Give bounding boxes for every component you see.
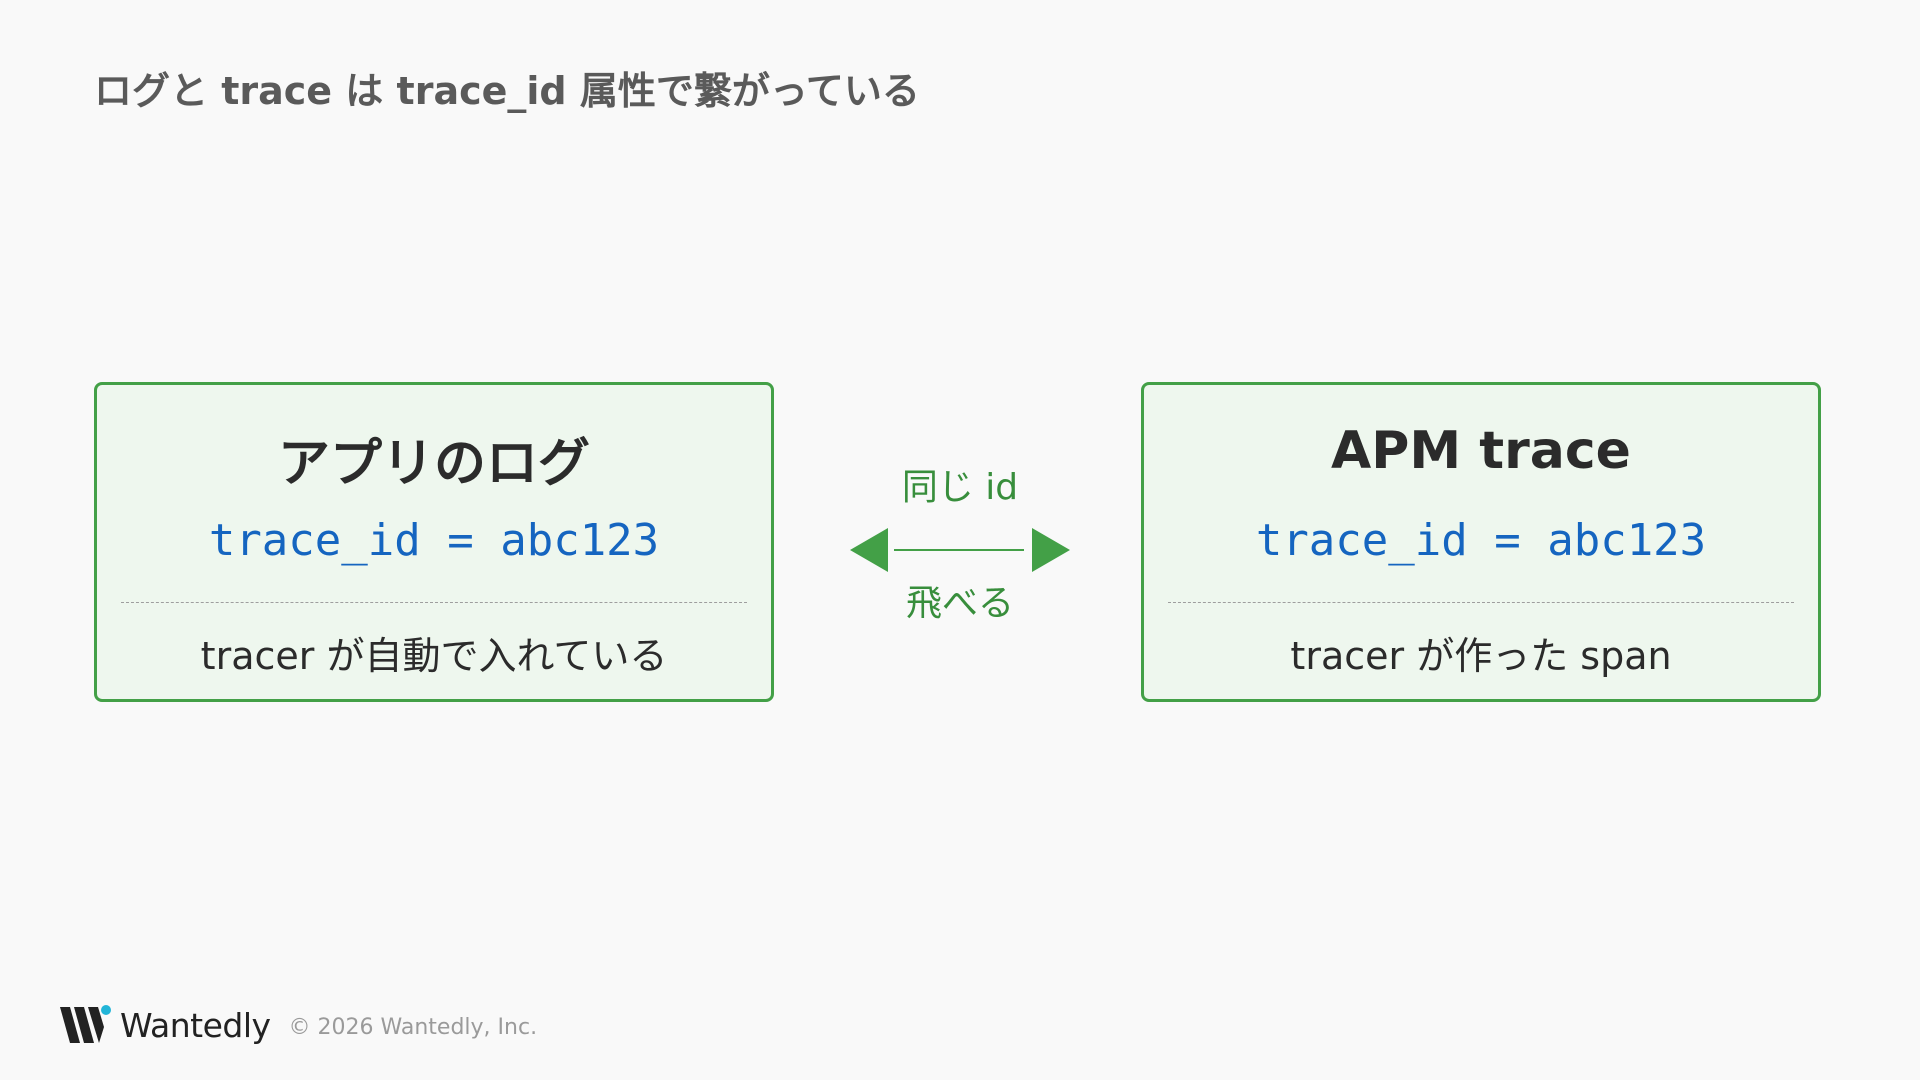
apm-trace-divider — [1168, 602, 1794, 603]
apm-trace-card: APM trace trace_id = abc123 tracer が作った … — [1141, 382, 1821, 702]
apm-trace-id: trace_id = abc123 — [1255, 515, 1707, 566]
app-log-card: アプリのログ trace_id = abc123 tracer が自動で入れてい… — [94, 382, 774, 702]
connector-top-label: 同じ id — [901, 467, 1019, 508]
footer: Wantedly © 2026 Wantedly, Inc. — [58, 1003, 537, 1047]
app-log-divider — [121, 602, 747, 603]
app-log-trace-id: trace_id = abc123 — [208, 515, 660, 566]
double-arrow-icon — [850, 528, 1070, 572]
wantedly-logo-icon — [60, 1005, 111, 1043]
apm-trace-heading: APM trace — [1331, 421, 1631, 481]
app-log-note: tracer が自動で入れている — [200, 634, 668, 678]
app-log-heading: アプリのログ — [277, 434, 590, 494]
wantedly-wordmark: Wantedly — [120, 1005, 271, 1045]
connector-bottom-label: 飛べる — [905, 583, 1014, 624]
slide-title: ログと trace は trace_id 属性で繋がっている — [94, 69, 920, 113]
apm-trace-note: tracer が作った span — [1290, 634, 1672, 678]
copyright-text: © 2026 Wantedly, Inc. — [288, 1014, 538, 1040]
trace-link-connector: 同じ id 飛べる — [846, 450, 1074, 640]
